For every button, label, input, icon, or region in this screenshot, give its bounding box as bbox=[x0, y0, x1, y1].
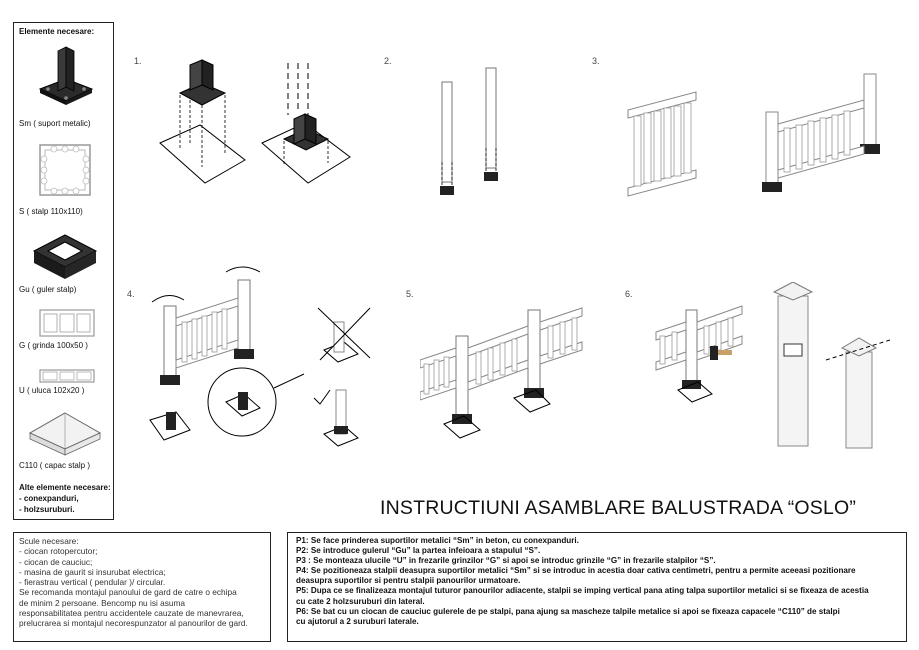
part-label-post: S ( stalp 110x110) bbox=[19, 207, 83, 216]
tools-line: - fierastrau vertical ( pendular )/ circ… bbox=[19, 577, 166, 588]
instruction-line: cu ajutorul a 2 suruburi laterale. bbox=[296, 616, 419, 626]
parts-title: Elemente necesare: bbox=[19, 27, 95, 36]
tools-line: Se recomanda montajul panoului de gard d… bbox=[19, 587, 237, 598]
step-number-6: 6. bbox=[625, 289, 633, 299]
instruction-line: cu cate 2 holzsuruburi din lateral. bbox=[296, 596, 425, 606]
tools-line: - ciocan rotopercutor; bbox=[19, 546, 98, 557]
step-6-illustration bbox=[655, 282, 891, 449]
step-3-illustration bbox=[627, 73, 880, 197]
tools-notes-box: Scule necesare: - ciocan rotopercutor; -… bbox=[13, 532, 271, 642]
step-2-illustration bbox=[440, 67, 498, 195]
step-number-4: 4. bbox=[127, 289, 135, 299]
picket-profile-icon bbox=[39, 369, 95, 383]
metal-support-icon bbox=[38, 46, 94, 105]
tools-line: Scule necesare: bbox=[19, 536, 79, 546]
step-number-5: 5. bbox=[406, 289, 414, 299]
part-label-metal-support: Sm ( suport metalic) bbox=[19, 119, 91, 128]
post-profile-icon bbox=[39, 144, 91, 196]
instruction-line: P2: Se introduce gulerul “Gu” la partea … bbox=[296, 546, 541, 556]
required-parts-panel: Elemente necesare: Sm ( suport metalic) bbox=[13, 22, 114, 520]
tools-line: responsabilitatea pentru accidentele cau… bbox=[19, 608, 244, 619]
instruction-line: P5: Dupa ce se finalizeaza montajul tutu… bbox=[296, 586, 869, 596]
instruction-line: deasupra suportilor si pentru stalpii pa… bbox=[296, 576, 521, 586]
instruction-line: P1: Se face prinderea suportilor metalic… bbox=[296, 536, 579, 545]
step-number-2: 2. bbox=[384, 56, 392, 66]
step-number-1: 1. bbox=[134, 56, 142, 66]
part-label-beam: G ( grinda 100x50 ) bbox=[19, 341, 88, 350]
tools-line: prelucrarea si montajul necorespunzator … bbox=[19, 618, 248, 629]
assembly-steps-box: P1: Se face prinderea suportilor metalic… bbox=[287, 532, 907, 642]
post-cap-icon bbox=[28, 412, 102, 456]
instruction-line: P4: Se pozitioneaza stalpii deasupra sup… bbox=[296, 566, 856, 576]
part-label-picket: U ( uluca 102x20 ) bbox=[19, 386, 85, 395]
step-1-illustration bbox=[159, 59, 351, 184]
beam-profile-icon bbox=[39, 309, 95, 337]
other-item: - conexpanduri, bbox=[19, 494, 79, 503]
step-5-illustration bbox=[420, 307, 583, 439]
tools-line: - masina de gaurit si insurubat electric… bbox=[19, 566, 166, 577]
instruction-line: P6: Se bat cu un ciocan de cauciuc guler… bbox=[296, 606, 840, 616]
post-collar-icon bbox=[32, 234, 98, 279]
page-title: INSTRUCTIUNI ASAMBLARE BALUSTRADA “OSLO” bbox=[380, 497, 857, 519]
part-label-collar: Gu ( guler stalp) bbox=[19, 285, 77, 294]
part-label-cap: C110 ( capac stalp ) bbox=[19, 461, 90, 470]
other-elements-title: Alte elemente necesare: bbox=[19, 483, 111, 492]
step-number-3: 3. bbox=[592, 56, 600, 66]
step-4-illustration bbox=[149, 266, 371, 447]
instruction-line: P3 : Se monteaza ulucile “U” in frezaril… bbox=[296, 556, 716, 566]
other-item: - holzsuruburi. bbox=[19, 505, 75, 514]
tools-line: - ciocan de cauciuc; bbox=[19, 556, 93, 567]
tools-line: de minim 2 persoane. Bencomp nu isi asum… bbox=[19, 597, 186, 608]
